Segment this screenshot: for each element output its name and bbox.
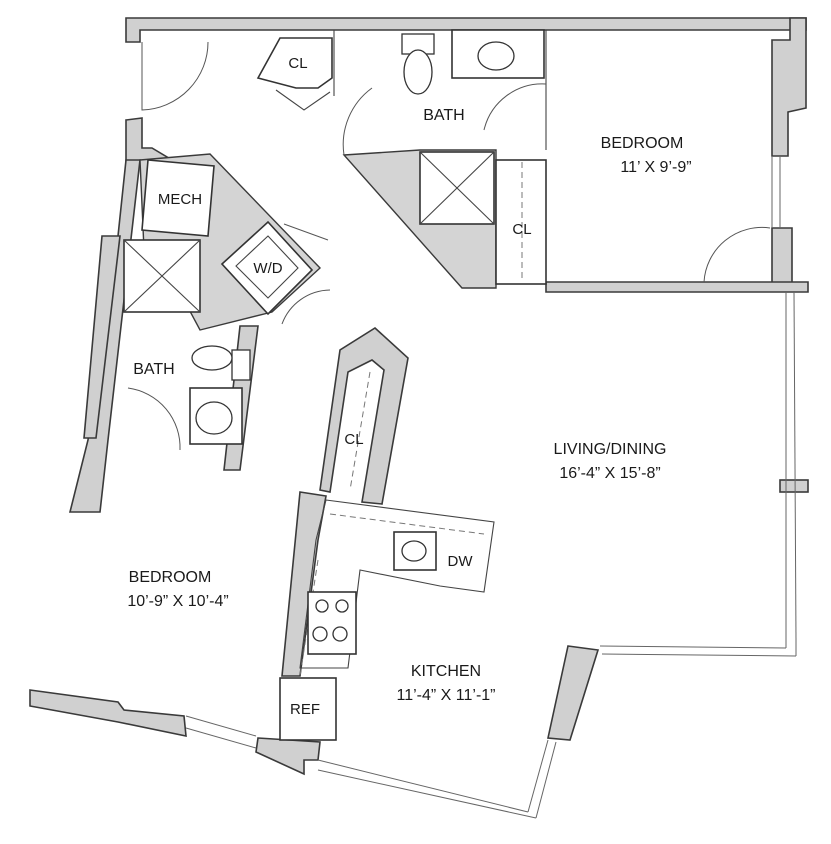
bath-2-name: BATH [133,361,174,378]
bath-1-name: BATH [423,107,464,124]
bedroom-1-dims: 11’ X 9’-9” [620,159,691,176]
living-dims: 16’-4” X 15’-8” [559,465,660,482]
partitions [123,29,771,741]
bedroom-2-dims: 10’-9” X 10’-4” [127,593,228,610]
living-name: LIVING/DINING [554,441,667,458]
washer-dryer-name: W/D [253,260,282,277]
closet-top-name: CL [288,55,307,72]
kitchen-name: KITCHEN [411,663,481,680]
closet-bedroom-name: CL [512,221,531,238]
bedroom-2-name: BEDROOM [129,569,212,586]
room-labels: BEDROOM 11’ X 9’-9” LIVING/DINING 16’-4”… [127,55,691,718]
walls [29,17,809,776]
windows [185,156,797,819]
refrigerator-label: REF [290,701,320,718]
closet-center-name: CL [344,431,363,448]
kitchen-dims: 11’-4” X 11’-1” [397,687,496,704]
mech-name: MECH [158,191,202,208]
dishwasher-label: DW [448,553,474,570]
bedroom-1-name: BEDROOM [601,135,684,152]
